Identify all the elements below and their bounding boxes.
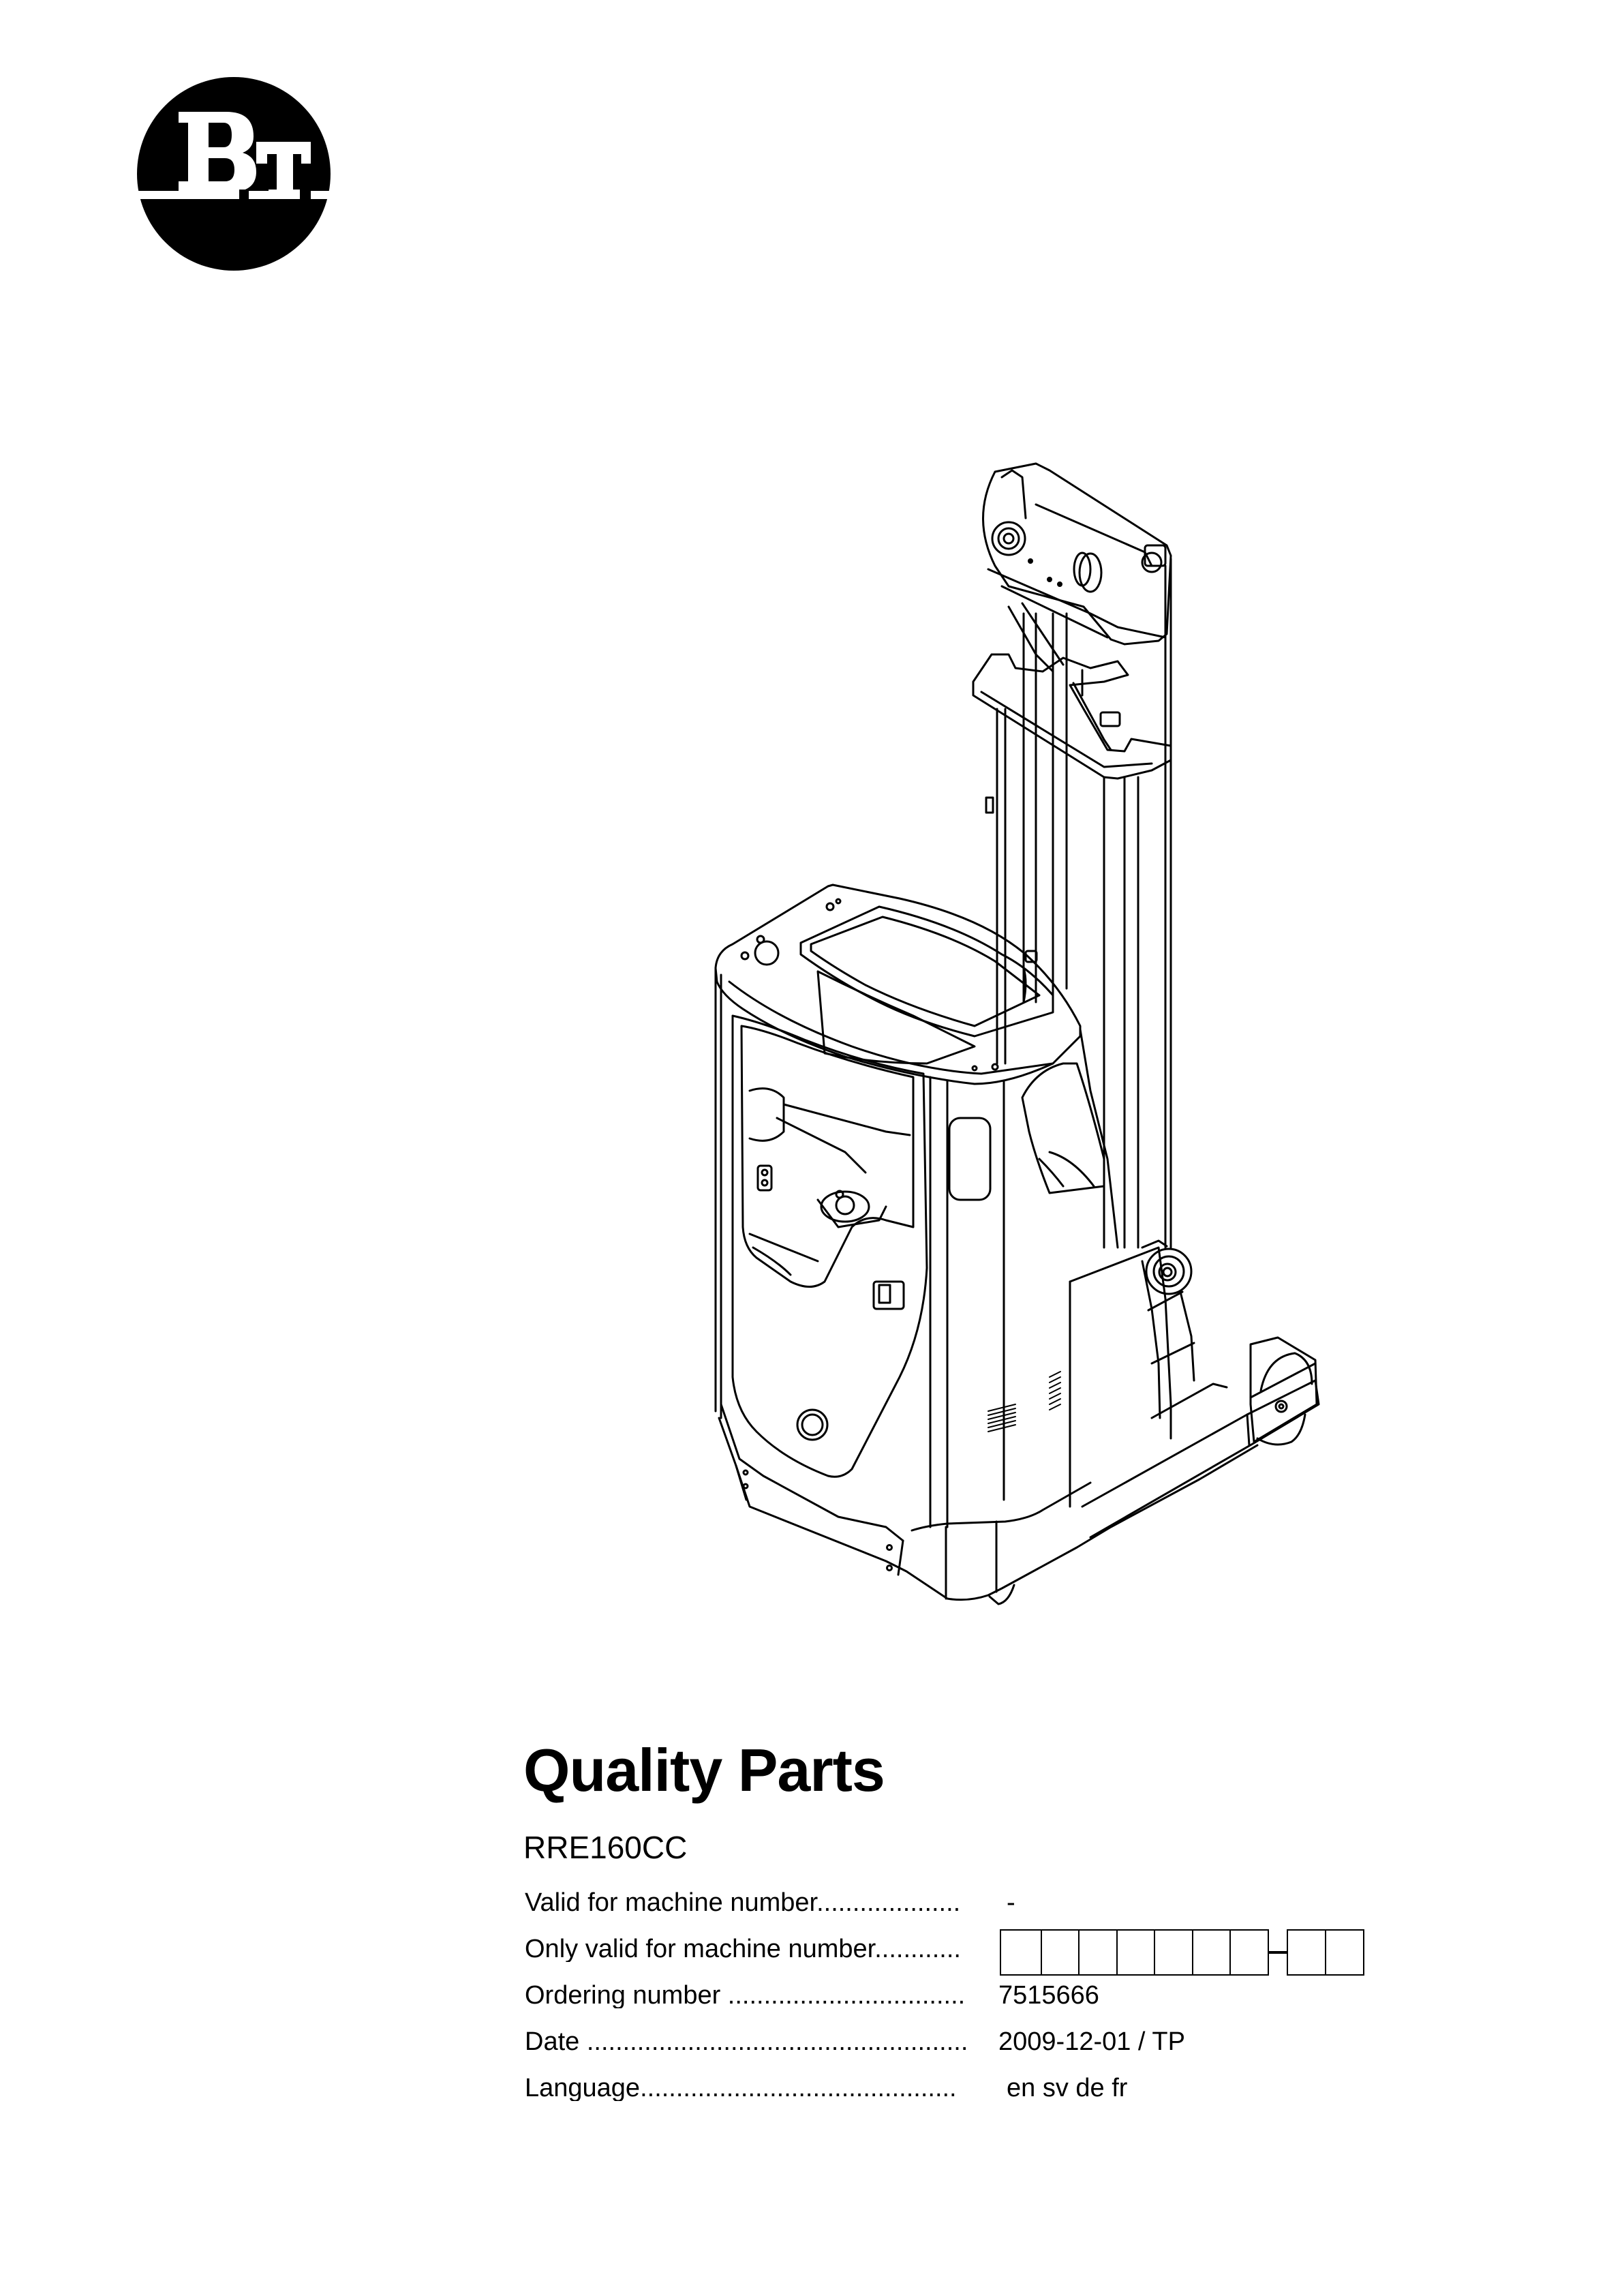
language-value: en sv de fr <box>1007 2074 1128 2102</box>
machine-number-digit-box[interactable] <box>1229 1929 1269 1976</box>
machine-number-separator <box>1268 1951 1287 1954</box>
info-row-valid-machine-number: Valid for machine number................… <box>525 1890 1411 1922</box>
machine-number-digit-box[interactable] <box>1040 1929 1080 1976</box>
machine-number-entry-boxes[interactable] <box>1000 1929 1364 1976</box>
mast-head <box>982 462 1172 646</box>
machine-number-suffix-box[interactable] <box>1324 1929 1364 1976</box>
info-row-ordering-number: Ordering number ........................… <box>525 1982 1411 2015</box>
bt-brand-logo-icon <box>136 77 331 271</box>
info-row-date: Date ...................................… <box>525 2029 1411 2061</box>
ordering-number-value: 7515666 <box>998 1981 1099 2010</box>
carriage <box>972 602 1172 780</box>
date-value: 2009-12-01 / TP <box>998 2027 1185 2056</box>
info-value: - <box>1007 1888 1015 1917</box>
model-number: RRE160CC <box>523 1830 688 1865</box>
info-label: Only valid for machine number...........… <box>525 1936 961 1962</box>
info-label: Language................................… <box>525 2075 957 2101</box>
mast-pivot-hub <box>1141 1239 1195 1419</box>
info-row-language: Language................................… <box>525 2075 1411 2108</box>
machine-number-digit-box[interactable] <box>1116 1929 1156 1976</box>
cab <box>714 883 1259 1605</box>
bt-logo <box>136 76 331 271</box>
machine-number-digit-box[interactable] <box>1000 1929 1042 1976</box>
info-row-only-valid-machine-number: Only valid for machine number...........… <box>525 1929 1411 1976</box>
machine-number-digit-box[interactable] <box>1078 1929 1118 1976</box>
document-title: Quality Parts <box>523 1736 885 1804</box>
reach-leg <box>1081 1336 1320 1539</box>
mast <box>985 558 1172 1249</box>
machine-number-digit-box[interactable] <box>1154 1929 1193 1976</box>
machine-number-suffix-box[interactable] <box>1287 1929 1326 1976</box>
info-label: Valid for machine number................… <box>525 1890 961 1916</box>
info-label: Ordering number ........................… <box>525 1982 966 2008</box>
info-label: Date ...................................… <box>525 2029 968 2055</box>
machine-number-digit-box[interactable] <box>1191 1929 1231 1976</box>
